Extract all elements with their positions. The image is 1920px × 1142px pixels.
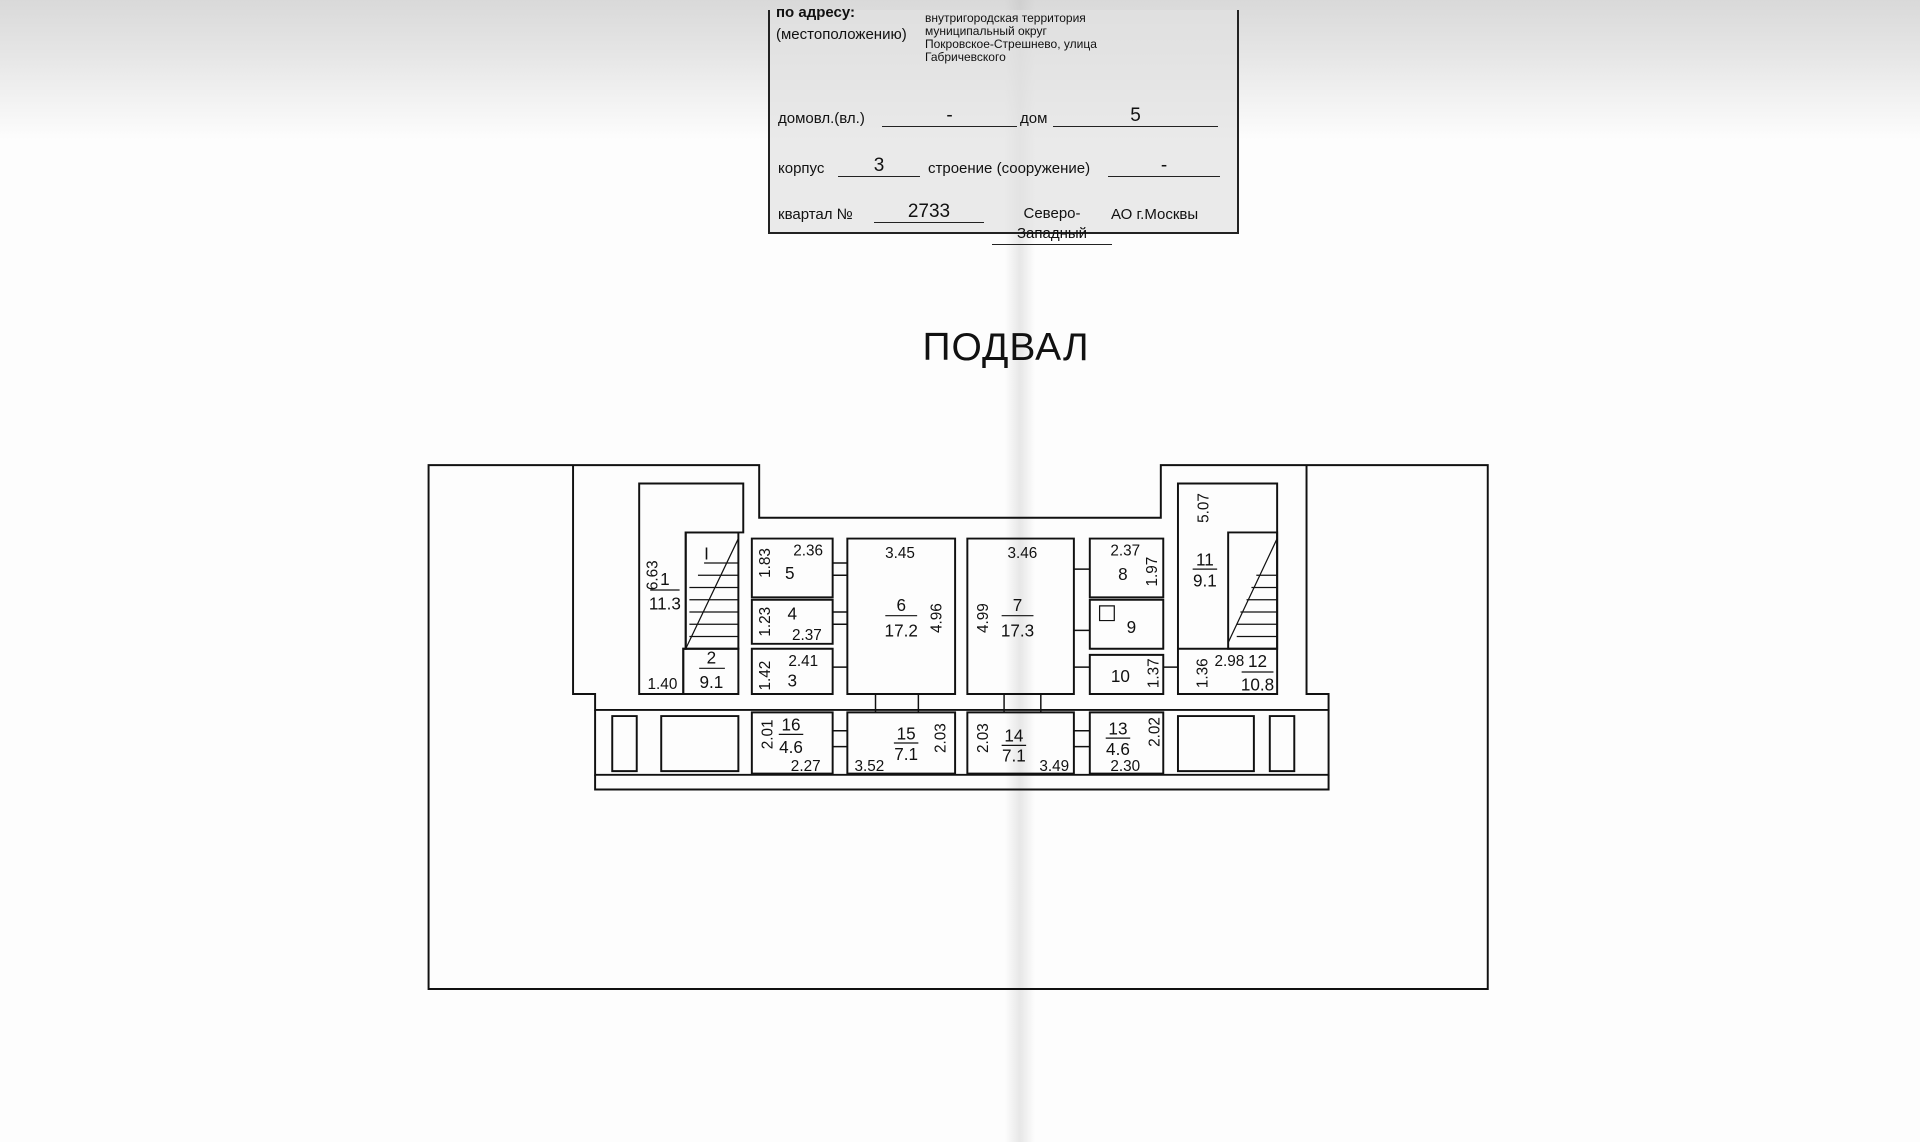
dim-label: 4.99 bbox=[975, 603, 992, 633]
dim-label: 3.45 bbox=[885, 545, 915, 562]
room-area: 4.6 bbox=[779, 737, 803, 757]
stair-2-steps bbox=[1227, 538, 1278, 643]
room-number: 12 bbox=[1248, 651, 1267, 671]
building-value: 3 bbox=[838, 156, 920, 177]
household-value: - bbox=[882, 106, 1017, 127]
room-number: 5 bbox=[785, 563, 795, 583]
room-5 bbox=[750, 537, 834, 599]
room-area: 9.1 bbox=[700, 672, 724, 692]
room-2 bbox=[682, 647, 740, 695]
room-area: 9.1 bbox=[1193, 570, 1217, 590]
dim-label: 1.23 bbox=[757, 607, 774, 637]
address-line: внутригородская территория bbox=[925, 11, 1086, 25]
room-area: 7.1 bbox=[894, 744, 918, 764]
room-area: 4.6 bbox=[1106, 739, 1130, 759]
address-line: Покровское-Стрешнево, улица bbox=[925, 37, 1097, 51]
room-number: 7 bbox=[1013, 595, 1023, 615]
address-label: по адресу: bbox=[776, 4, 856, 21]
lower-rooms bbox=[611, 711, 1296, 775]
room-number: 4 bbox=[787, 603, 797, 623]
room-number: 8 bbox=[1118, 564, 1128, 584]
room-number: 16 bbox=[781, 715, 800, 735]
address-stamp: по адресу: (местоположению) внутригородс… bbox=[768, 4, 1239, 245]
plan-walls bbox=[427, 464, 1489, 990]
structure-value: - bbox=[1108, 156, 1220, 177]
location-label: (местоположению) bbox=[776, 26, 907, 43]
dim-label: 2.03 bbox=[975, 723, 992, 753]
room-number: 11 bbox=[1196, 549, 1214, 569]
room-number: 13 bbox=[1108, 718, 1127, 738]
building-wall-upper bbox=[572, 465, 1330, 711]
dim-label: 2.98 bbox=[1214, 653, 1244, 670]
room-number: 2 bbox=[707, 647, 717, 667]
house-label: дом bbox=[1020, 110, 1048, 127]
dim-label: 1.40 bbox=[648, 676, 678, 693]
dim-label: 1.36 bbox=[1194, 658, 1211, 688]
block-label: квартал № bbox=[778, 206, 853, 223]
dim-label: 1.37 bbox=[1145, 658, 1162, 688]
block-value: 2733 bbox=[874, 202, 984, 223]
room-6 bbox=[846, 537, 957, 695]
household-label: домовл.(вл.) bbox=[778, 110, 865, 127]
stair-label: I bbox=[704, 543, 709, 563]
dim-label: 2.30 bbox=[1110, 758, 1140, 775]
dim-label: 5.07 bbox=[1196, 493, 1213, 523]
dim-label: 2.03 bbox=[932, 723, 949, 753]
room-number: 15 bbox=[897, 723, 916, 743]
dim-label: 2.01 bbox=[760, 720, 777, 750]
floor-title: ПОДВАЛ bbox=[922, 326, 1090, 369]
district-value: Северо-Западный bbox=[992, 204, 1112, 245]
structure-label: строение (сооружение) bbox=[928, 160, 1091, 177]
room-area: 17.3 bbox=[1001, 620, 1034, 640]
site-outline bbox=[427, 464, 1489, 990]
building-wall-lower bbox=[594, 774, 1330, 791]
dim-label: 1.83 bbox=[757, 548, 774, 578]
room-number: 1 bbox=[660, 569, 670, 589]
room-3 bbox=[750, 647, 834, 695]
house-value: 5 bbox=[1053, 106, 1218, 127]
room-area: 7.1 bbox=[1002, 745, 1026, 765]
district-suffix: АО г.Москвы bbox=[1111, 206, 1199, 223]
dim-label: 2.37 bbox=[792, 627, 822, 644]
dim-label: 4.96 bbox=[929, 603, 946, 633]
room-10 bbox=[1088, 653, 1165, 695]
dim-label: 1.42 bbox=[757, 661, 774, 691]
room-number: 3 bbox=[787, 671, 797, 691]
address-line: муниципальный округ bbox=[925, 24, 1047, 38]
room-number: 10 bbox=[1111, 666, 1130, 686]
room-area: 17.2 bbox=[885, 620, 918, 640]
dim-label: 2.37 bbox=[1110, 543, 1140, 560]
dim-label: 6.63 bbox=[645, 560, 662, 590]
room-number: 14 bbox=[1004, 726, 1024, 746]
dim-label: 1.97 bbox=[1144, 557, 1161, 587]
address-line: Габричевского bbox=[925, 50, 1006, 64]
dim-label: 2.02 bbox=[1147, 717, 1164, 747]
dim-label: 3.52 bbox=[854, 758, 884, 775]
room-area: 10.8 bbox=[1241, 674, 1274, 694]
room-9 bbox=[1088, 598, 1165, 650]
room-7 bbox=[966, 537, 1075, 695]
room-number: 9 bbox=[1127, 617, 1137, 637]
room-8 bbox=[1088, 537, 1165, 599]
door-openings bbox=[832, 562, 1178, 748]
stair-1-steps bbox=[685, 538, 739, 649]
building-label: корпус bbox=[778, 160, 825, 177]
dim-label: 3.46 bbox=[1008, 545, 1038, 562]
dim-label: 2.41 bbox=[788, 653, 818, 670]
room-number: 6 bbox=[896, 595, 906, 615]
dim-label: 3.49 bbox=[1039, 758, 1069, 775]
dim-label: 2.36 bbox=[793, 543, 823, 560]
dim-label: 2.27 bbox=[791, 758, 821, 775]
room-9-fixture bbox=[1098, 605, 1115, 622]
address-text: внутригородская территория муниципальный… bbox=[925, 12, 1097, 64]
building-corridor bbox=[594, 709, 1330, 776]
plan-labels: 6.63 1 11.3 1.40 I 2 9.1 1.42 2.41 3 1.2… bbox=[645, 493, 1275, 775]
room-11 bbox=[1176, 482, 1279, 695]
room-area: 11.3 bbox=[649, 594, 681, 614]
room-4 bbox=[750, 598, 834, 645]
